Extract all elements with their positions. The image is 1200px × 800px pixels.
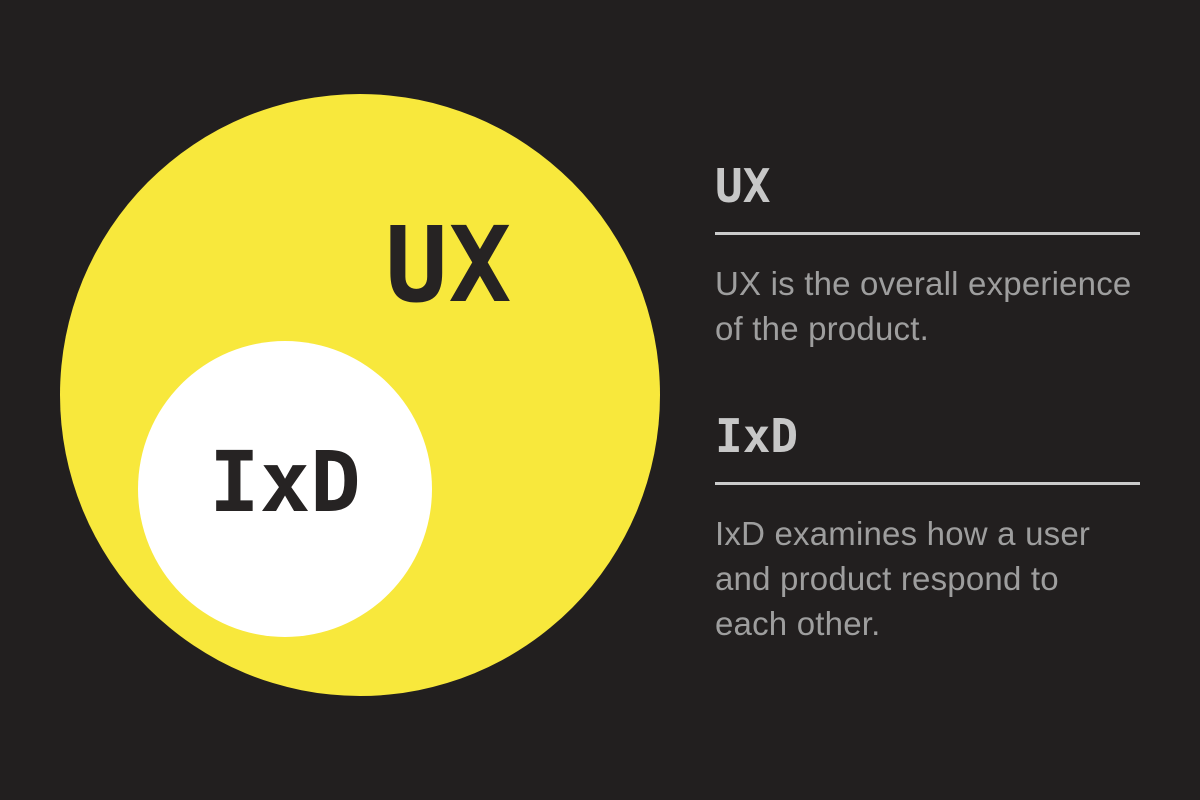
ux-circle-label: UX: [385, 204, 513, 326]
legend-panel: UX UX is the overall experience of the p…: [715, 0, 1140, 800]
ixd-circle-label: IxD: [209, 433, 361, 531]
legend-section-ixd: IxD IxD examines how a user and product …: [715, 413, 1140, 679]
legend-divider-ux: [715, 232, 1140, 235]
legend-divider-ixd: [715, 482, 1140, 485]
legend-heading-ixd: IxD: [715, 409, 799, 463]
legend-section-ux: UX UX is the overall experience of the p…: [715, 163, 1140, 384]
legend-body-ixd: IxD examines how a user and product resp…: [715, 515, 1091, 642]
legend-body-ux: UX is the overall experience of the prod…: [715, 265, 1132, 347]
ixd-inner-circle: IxD: [138, 341, 432, 637]
legend-heading-ux: UX: [715, 159, 771, 213]
